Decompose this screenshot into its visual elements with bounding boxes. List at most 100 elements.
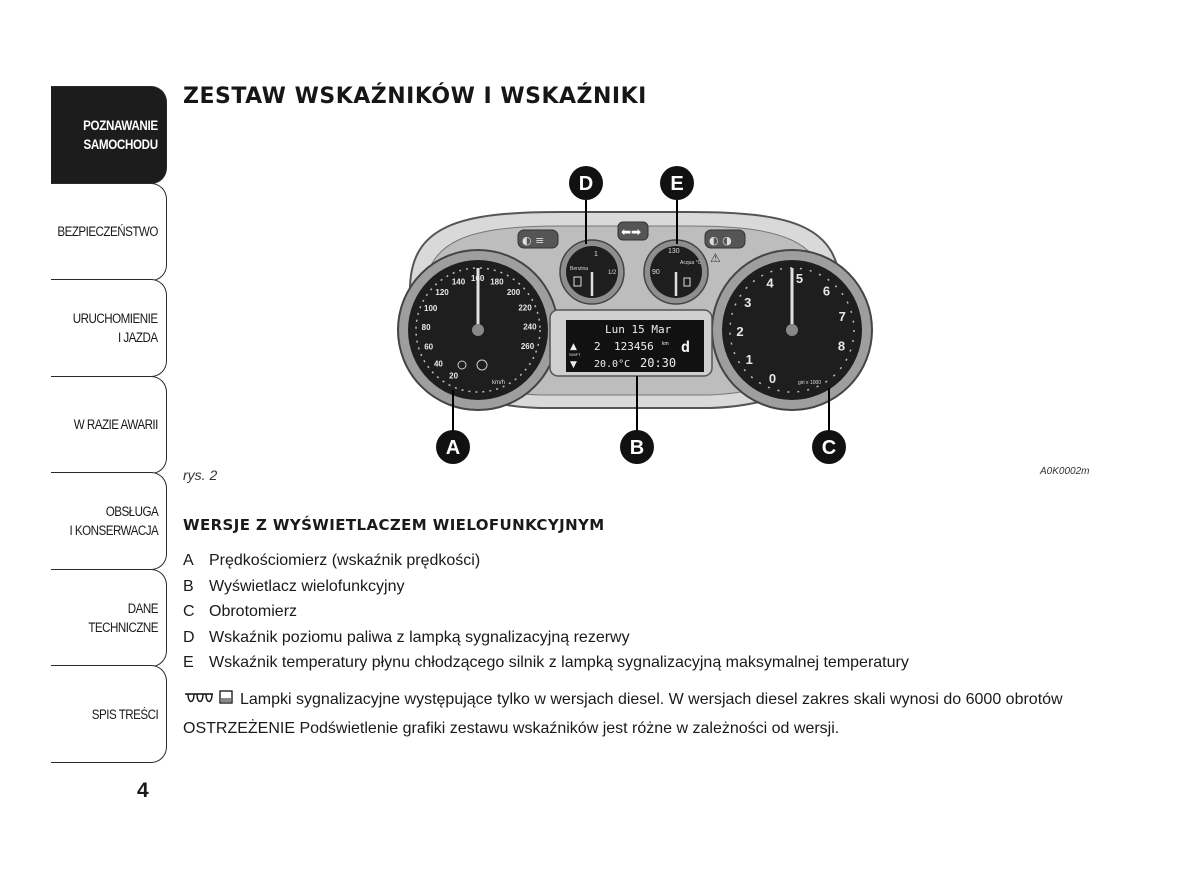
tacho-tick-2: 2 [736,324,743,339]
tacho-tick-4: 4 [766,275,774,290]
tab-label: BEZPIECZEŃSTWO [57,224,159,239]
tachometer [711,249,873,411]
legend-key: C [183,603,195,620]
fuel-pump-icon [573,276,582,287]
callout-b: B [620,430,654,464]
fuel-half-label: 1/2 [608,270,617,276]
callout-e: E [660,166,694,200]
tab-spis-tresci[interactable]: SPIS TREŚCI [51,665,167,763]
diesel-note: Lampki sygnalizacyjne występujące tylko … [183,689,1063,709]
fog-light-icon: ◐ ◑ [709,234,732,247]
callout-d-label: D [579,173,593,195]
tab-label: URUCHOMIENIE I JAZDA [73,311,158,345]
hazard-warning-icon: ⚠ [710,251,721,265]
shift-up-icon: ▲ [570,342,577,352]
turn-signal-indicator [617,221,649,241]
tab-label: OBSŁUGA I KONSERWACJA [69,504,158,538]
speed-tick-140: 140 [452,278,466,287]
tab-w-razie-awarii[interactable]: W RAZIE AWARII [51,375,167,474]
tacho-tick-5: 5 [796,271,803,286]
tab-dane-techniczne[interactable]: DANE TECHNICZNE [51,568,167,667]
tab-uruchomienie-i-jazda[interactable]: URUCHOMIENIE I JAZDA [51,279,167,377]
tacho-tick-0: 0 [769,371,776,386]
speed-tick-60: 60 [424,342,433,351]
tacho-tick-1: 1 [746,352,753,367]
legend-text: Obrotomierz [209,603,298,620]
display-mode-letter: d [681,338,690,356]
tab-obsluga-i-konserwacja[interactable]: OBSŁUGA I KONSERWACJA [51,472,167,570]
figure-code: A0K0002m [1040,466,1090,477]
speed-tick-80: 80 [422,323,431,332]
fuel-type-label: Benzina [570,266,588,272]
legend-text: Prędkościomierz (wskaźnik prędkości) [209,552,481,569]
warning-note: OSTRZEŻENIE Podświetlenie grafiki zestaw… [183,720,840,737]
section-subtitle: WERSJE Z WYŚWIETLACZEM WIELOFUNKCYJNYM [183,516,605,534]
light-indicators-left [517,229,559,249]
tab-bezpieczenstwo[interactable]: BEZPIECZEŃSTWO [51,182,167,281]
tacho-unit: giri x 1000 [798,380,821,386]
temp-unit-label: Acqua °C [680,260,702,266]
speed-tick-100: 100 [424,304,438,313]
tacho-tick-7: 7 [839,309,846,324]
callout-d: D [569,166,603,200]
legend-text: Wskaźnik temperatury płynu chłodzącego s… [209,654,909,671]
tab-label: DANE TECHNICZNE [88,600,158,635]
speed-tick-200: 200 [507,288,521,297]
tab-label: SPIS TREŚCI [91,706,159,722]
callout-a-label: A [446,437,460,459]
display-time: 20:30 [640,356,676,370]
legend-text: Wskaźnik poziomu paliwa z lampką sygnali… [209,628,630,646]
legend-item: B Wyświetlacz wielofunkcyjny [183,578,909,604]
speed-tick-160: 160 [471,274,485,283]
legend-key: B [183,577,194,595]
coolant-temperature-gauge: 130 90 Acqua °C [643,239,709,305]
figure-caption: rys. 2 [183,467,218,483]
display-trip-prefix: 2 [594,340,601,353]
speed-tick-20: 20 [449,372,458,381]
speed-tick-240: 240 [523,323,537,332]
fuel-full-label: 1 [594,251,598,258]
speed-tick-260: 260 [521,342,535,351]
warning-lamp-icon [457,360,467,370]
shift-down-icon: ▼ [570,360,577,370]
speedometer [397,249,559,411]
glow-plug-and-water-in-fuel-icons [185,690,233,704]
diesel-note-text: Lampki sygnalizacyjne występujące tylko … [240,691,1063,708]
warning-lamp-icon [476,359,488,371]
display-temperature: 20.0°C [594,359,630,370]
legend-key: D [183,628,195,646]
turn-signal-icon: ⬅➡ [621,225,641,239]
speed-unit: km/h [492,380,505,386]
callout-b-label: B [630,437,644,459]
tab-label: POZNAWANIE SAMOCHODU [83,118,158,152]
multifunction-display: Lun 15 Mar 2 123456 km d ▲ ▼ SHIFT 20.0°… [549,309,713,377]
display-odometer-unit: km [662,341,669,347]
tab-label: W RAZIE AWARII [73,417,159,432]
temp-max-label: 130 [668,248,680,255]
water-in-fuel-icon [219,690,233,704]
coolant-icon [683,277,691,287]
tab-poznawanie-samochodu[interactable]: POZNAWANIE SAMOCHODU [51,86,167,184]
display-date: Lun 15 Mar [605,323,672,336]
chapter-tabs: POZNAWANIE SAMOCHODU BEZPIECZEŃSTWO URUC… [51,86,167,763]
tacho-tick-6: 6 [823,284,830,299]
fuel-gauge: 1 1/2 Benzina [559,239,625,305]
glow-plug-icon [185,693,213,703]
light-indicators-right [704,229,746,249]
page-number: 4 [137,779,149,802]
speed-tick-40: 40 [434,360,443,369]
speed-tick-220: 220 [518,304,532,313]
speed-tick-180: 180 [490,277,504,286]
callout-c: C [812,430,846,464]
legend-item: D Wskaźnik poziomu paliwa z lampką sygnal… [183,629,909,655]
display-shift-label: SHIFT [569,352,581,357]
legend-key: A [183,552,194,569]
legend-item: A Prędkościomierz (wskaźnik prędkości) [183,552,909,578]
legend-text: Wyświetlacz wielofunkcyjny [209,577,405,595]
legend-item: C Obrotomierz [183,603,909,629]
display-odometer: 123456 [614,340,654,353]
